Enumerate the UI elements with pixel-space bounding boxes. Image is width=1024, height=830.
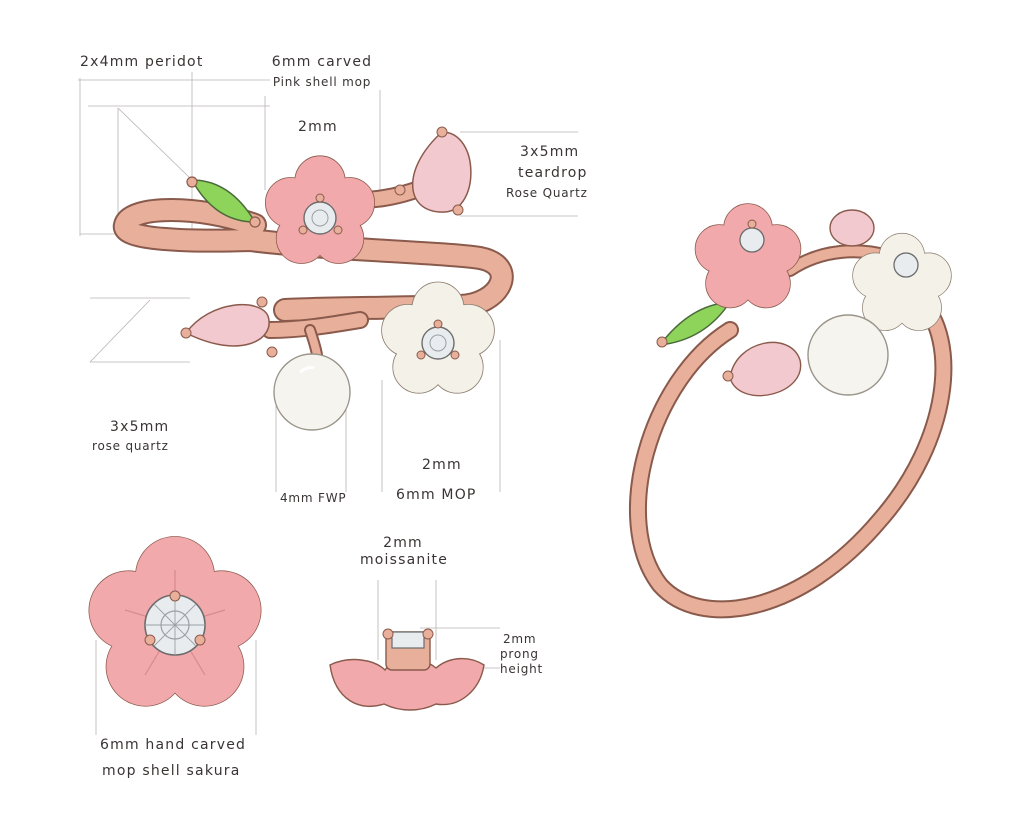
freshwater-pearl — [273, 353, 351, 431]
rose-quartz-teardrop-top — [412, 131, 472, 213]
carved-shell-label-line2: Pink shell mop — [272, 75, 372, 89]
moissanite-label-line2: moissanite — [359, 552, 449, 568]
side-view-drawing — [329, 628, 485, 711]
rose-quartz-left-label-line2: rose quartz — [92, 439, 169, 453]
sakura-label-line1: 6mm hand carved — [100, 737, 247, 753]
sakura-detail-drawing — [88, 535, 262, 708]
rose-quartz-top-label-line3: Rose Quartz — [506, 186, 588, 200]
sakura-label-line2: mop shell sakura — [102, 763, 241, 779]
prong-height-label-line3: height — [500, 662, 544, 676]
rose-quartz-top-label-line1: 3x5mm — [520, 144, 580, 160]
construction-guidelines — [78, 72, 578, 735]
mop-stone-size-label: 2mm — [422, 457, 462, 473]
rose-quartz-left-label-line1: 3x5mm — [110, 419, 170, 435]
prong-height-label-line2: prong — [500, 647, 539, 661]
pearl-label: 4mm FWP — [280, 491, 347, 505]
moissanite-label-line1: 2mm — [383, 535, 423, 551]
top-flower-stone-size-label: 2mm — [298, 119, 338, 135]
rose-quartz-teardrop-left — [184, 304, 270, 347]
rose-quartz-top-label-line2: teardrop — [518, 165, 588, 181]
mop-label: 6mm MOP — [396, 487, 477, 503]
spiral-ring-drawing — [112, 126, 514, 431]
carved-shell-label-line1: 6mm carved — [271, 54, 373, 70]
peridot-label: 2x4mm peridot — [80, 54, 204, 70]
prong-height-label-line1: 2mm — [503, 632, 537, 646]
perspective-ring-drawing — [629, 203, 953, 619]
